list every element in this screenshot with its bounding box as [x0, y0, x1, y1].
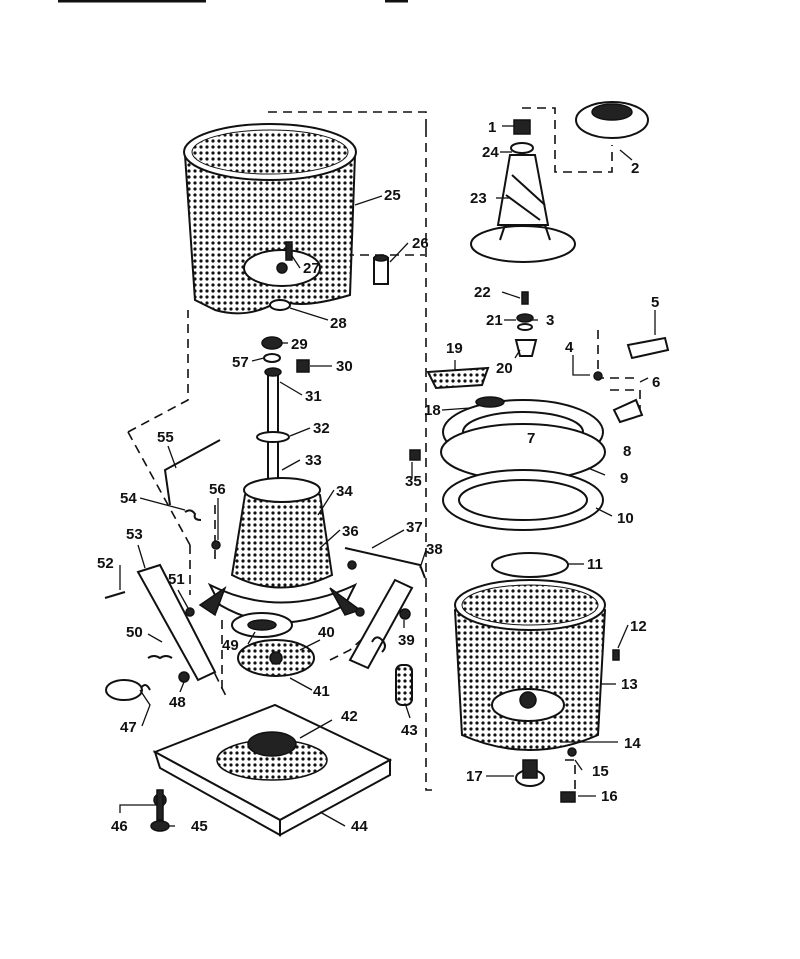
- part-label-44: 44: [351, 818, 368, 835]
- part-label-33: 33: [305, 452, 322, 469]
- right-suspension: [344, 547, 426, 706]
- part-label-57: 57: [232, 354, 249, 371]
- part-label-48: 48: [169, 694, 186, 711]
- part-label-31: 31: [305, 388, 322, 405]
- part-label-35: 35: [405, 473, 422, 490]
- part-label-45: 45: [191, 818, 208, 835]
- tub-bracket: [426, 366, 490, 390]
- part-label-1: 1: [488, 119, 496, 136]
- base-frame: [150, 703, 393, 837]
- assembly-guide-lines: [127, 107, 641, 795]
- part-labels: 1 2 3 4 5 6 7 8 9 10 11 12 13 14 15 16 1…: [97, 119, 660, 835]
- gear-case: [198, 477, 362, 624]
- left-rods: [163, 439, 221, 550]
- part-label-6: 6: [652, 374, 660, 391]
- part-label-51: 51: [168, 571, 185, 588]
- part-label-12: 12: [630, 618, 647, 635]
- leader-lines: [119, 125, 656, 827]
- part-label-54: 54: [120, 490, 137, 507]
- part-label-4: 4: [565, 339, 574, 356]
- part-label-43: 43: [401, 722, 418, 739]
- part-label-10: 10: [617, 510, 634, 527]
- part-label-32: 32: [313, 420, 330, 437]
- part-label-19: 19: [446, 340, 463, 357]
- part-label-38: 38: [426, 541, 443, 558]
- outer-tub: [183, 123, 357, 315]
- part-label-49: 49: [222, 637, 239, 654]
- part-label-17: 17: [466, 768, 483, 785]
- part-label-24: 24: [482, 144, 499, 161]
- part-label-28: 28: [330, 315, 347, 332]
- part-label-29: 29: [291, 336, 308, 353]
- part-label-39: 39: [398, 632, 415, 649]
- part-label-37: 37: [406, 519, 423, 536]
- part-label-55: 55: [157, 429, 174, 446]
- part-label-52: 52: [97, 555, 114, 572]
- left-suspension: [104, 563, 217, 701]
- part-label-34: 34: [336, 483, 353, 500]
- part-label-11: 11: [587, 556, 603, 573]
- tub-ring: [440, 396, 606, 531]
- agitator: [470, 119, 576, 263]
- agitator-fasteners: [514, 291, 538, 357]
- part-label-14: 14: [624, 735, 641, 752]
- part-label-26: 26: [412, 235, 429, 252]
- part-label-56: 56: [209, 481, 226, 498]
- part-label-27: 27: [303, 260, 320, 277]
- part-label-22: 22: [474, 284, 491, 301]
- part-label-50: 50: [126, 624, 143, 641]
- basket-hardware: [515, 649, 620, 803]
- part-label-2: 2: [631, 160, 639, 177]
- part-label-41: 41: [313, 683, 330, 700]
- part-label-5: 5: [651, 294, 659, 311]
- part-label-8: 8: [623, 443, 631, 460]
- part-label-36: 36: [342, 523, 359, 540]
- part-label-21: 21: [486, 312, 503, 329]
- part-label-53: 53: [126, 526, 143, 543]
- tub-bolts: [269, 241, 293, 311]
- part-label-20: 20: [496, 360, 513, 377]
- part-label-9: 9: [620, 470, 628, 487]
- part-label-40: 40: [318, 624, 335, 641]
- part-label-15: 15: [592, 763, 609, 780]
- part-label-42: 42: [341, 708, 358, 725]
- agitator-cap: [575, 101, 649, 139]
- shaft-seals: [261, 336, 310, 373]
- spin-basket: [453, 579, 607, 751]
- part-label-13: 13: [621, 676, 638, 693]
- part-label-46: 46: [111, 818, 128, 835]
- tub-fitting: [373, 254, 389, 285]
- tub-clip: [409, 449, 421, 461]
- tub-seal-ring: [491, 552, 569, 578]
- part-label-7: 7: [527, 430, 535, 447]
- part-label-23: 23: [470, 190, 487, 207]
- part-label-25: 25: [384, 187, 401, 204]
- lid-switch-parts: [593, 336, 670, 424]
- part-label-47: 47: [120, 719, 137, 736]
- part-label-16: 16: [601, 788, 618, 805]
- drive-pulley: [231, 612, 315, 677]
- part-label-3: 3: [546, 312, 554, 329]
- part-label-30: 30: [336, 358, 353, 375]
- part-label-18: 18: [424, 402, 441, 419]
